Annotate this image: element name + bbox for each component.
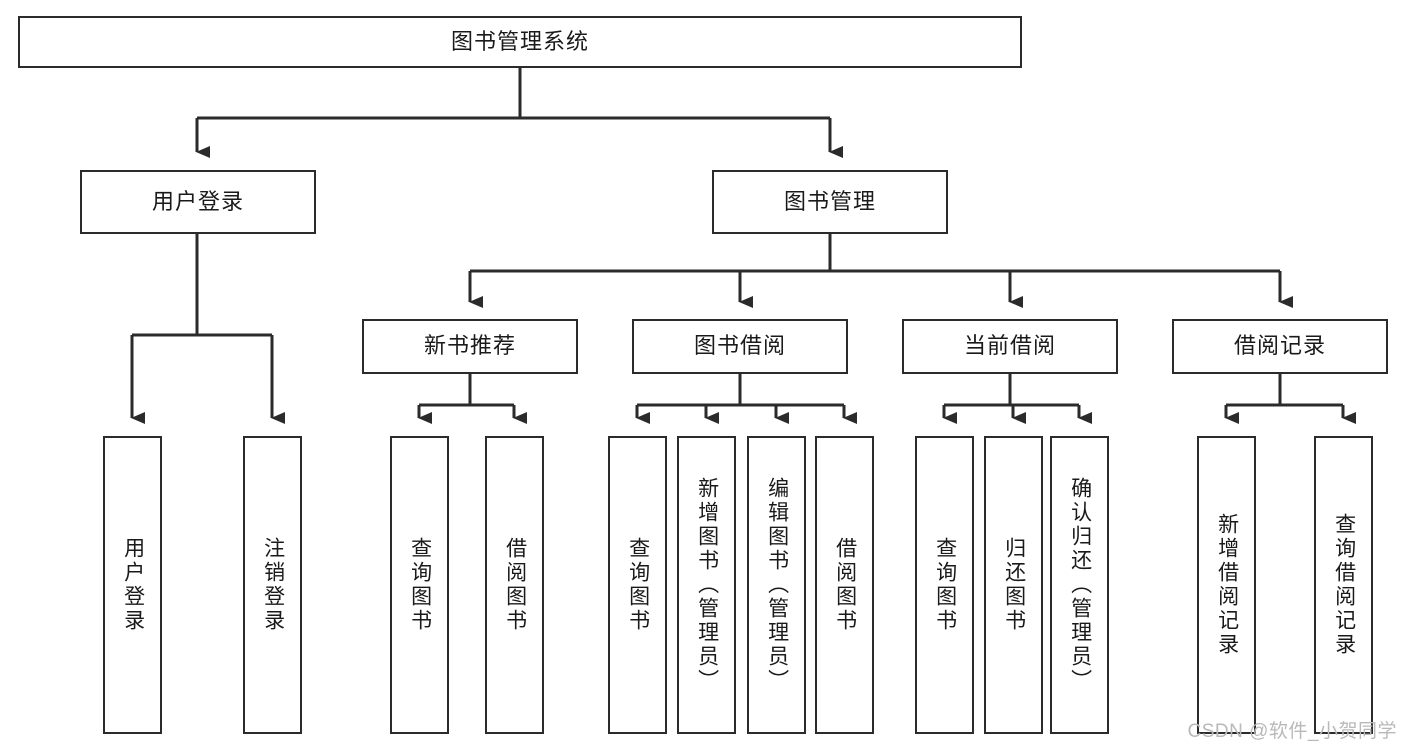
leaf-label: 确认归还（管理员） bbox=[1068, 477, 1092, 693]
leaf-user-login[interactable]: 用户登录 bbox=[103, 436, 162, 734]
leaf-label: 注销登录 bbox=[261, 537, 285, 633]
leaf-add-borrow-record[interactable]: 新增借阅记录 bbox=[1197, 436, 1256, 734]
node-new-book-recommend[interactable]: 新书推荐 bbox=[362, 319, 578, 374]
leaf-borrow-book[interactable]: 借阅图书 bbox=[815, 436, 874, 734]
leaf-label: 用户登录 bbox=[121, 537, 145, 633]
leaf-label: 查询借阅记录 bbox=[1332, 513, 1356, 657]
leaf-query-book-recommend[interactable]: 查询图书 bbox=[390, 436, 449, 734]
leaf-logout[interactable]: 注销登录 bbox=[243, 436, 302, 734]
leaf-query-book-borrow[interactable]: 查询图书 bbox=[608, 436, 667, 734]
node-book-management[interactable]: 图书管理 bbox=[712, 170, 948, 234]
leaf-label: 查询图书 bbox=[933, 537, 957, 633]
leaf-add-book-admin[interactable]: 新增图书（管理员） bbox=[677, 436, 736, 734]
node-user-login[interactable]: 用户登录 bbox=[80, 170, 316, 234]
leaf-label: 新增借阅记录 bbox=[1215, 513, 1239, 657]
leaf-confirm-return-admin[interactable]: 确认归还（管理员） bbox=[1050, 436, 1109, 734]
watermark-text: CSDN @软件_小贺同学 bbox=[1187, 721, 1397, 742]
leaf-label: 查询图书 bbox=[626, 537, 650, 633]
leaf-edit-book-admin[interactable]: 编辑图书（管理员） bbox=[747, 436, 806, 734]
node-current-borrow[interactable]: 当前借阅 bbox=[902, 319, 1118, 374]
leaf-label: 借阅图书 bbox=[833, 537, 857, 633]
leaf-label: 借阅图书 bbox=[503, 537, 527, 633]
node-borrow-record[interactable]: 借阅记录 bbox=[1172, 319, 1388, 374]
leaf-label: 归还图书 bbox=[1002, 537, 1026, 633]
leaf-label: 新增图书（管理员） bbox=[695, 477, 719, 693]
leaf-borrow-book-recommend[interactable]: 借阅图书 bbox=[485, 436, 544, 734]
node-book-borrow[interactable]: 图书借阅 bbox=[632, 319, 848, 374]
leaf-query-borrow-record[interactable]: 查询借阅记录 bbox=[1314, 436, 1373, 734]
leaf-query-book-current[interactable]: 查询图书 bbox=[915, 436, 974, 734]
leaf-label: 查询图书 bbox=[408, 537, 432, 633]
leaf-label: 编辑图书（管理员） bbox=[765, 477, 789, 693]
node-root[interactable]: 图书管理系统 bbox=[18, 16, 1022, 68]
leaf-return-book[interactable]: 归还图书 bbox=[984, 436, 1043, 734]
